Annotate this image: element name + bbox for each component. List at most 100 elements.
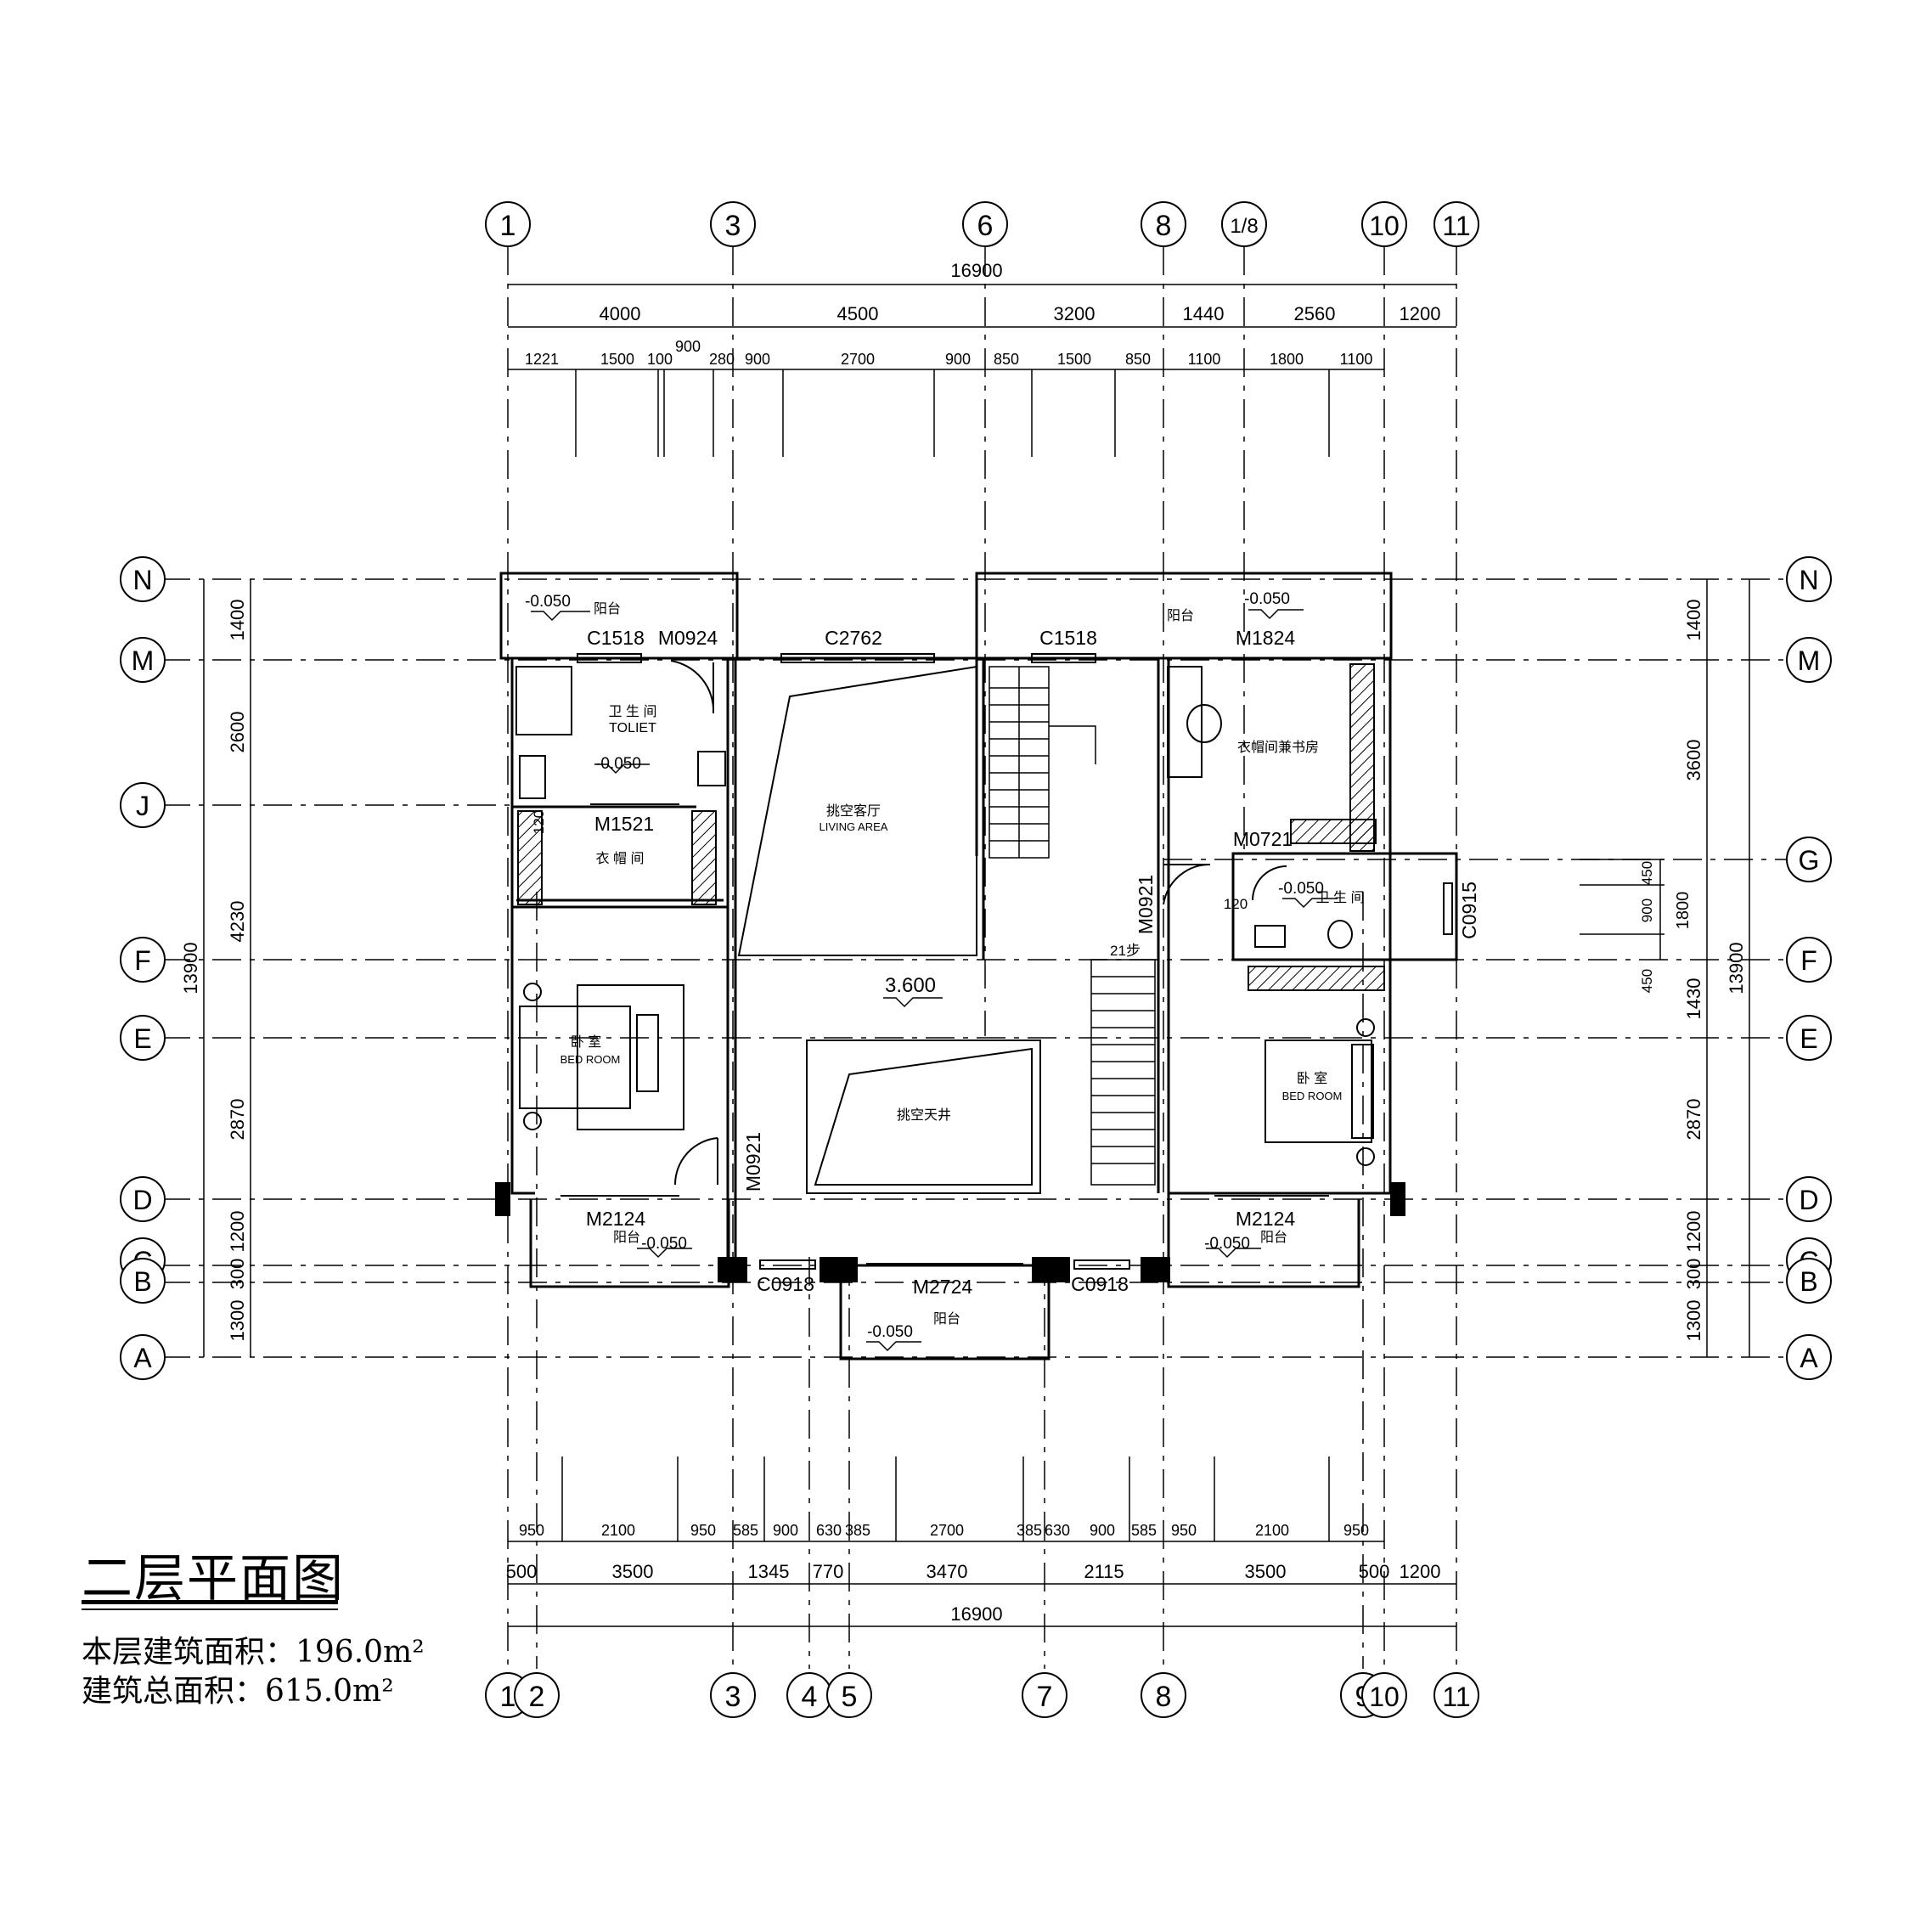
svg-text:F: F [1800, 945, 1817, 976]
svg-text:3470: 3470 [927, 1561, 968, 1582]
side-dimensions [203, 579, 1750, 1357]
opening-M2124-a: M2124 [586, 1208, 646, 1230]
svg-text:2115: 2115 [1084, 1561, 1124, 1582]
svg-text:850: 850 [1125, 351, 1151, 368]
basin-right [1254, 925, 1286, 948]
svg-text:1800: 1800 [1674, 892, 1693, 930]
svg-text:16900: 16900 [950, 1603, 1002, 1625]
row-bubble-B-right: B [1786, 1258, 1832, 1304]
svg-text:385: 385 [1017, 1522, 1042, 1539]
svg-text:3500: 3500 [1245, 1561, 1287, 1582]
void-areas [737, 665, 1041, 1194]
top-dimensions [508, 284, 1456, 457]
svg-text:13900: 13900 [1726, 942, 1747, 994]
svg-text:D: D [1799, 1185, 1818, 1215]
svg-text:N: N [1799, 565, 1818, 595]
row-bubble-D-right: D [1786, 1176, 1832, 1222]
axis-bubble-b4: 4 [786, 1672, 832, 1718]
svg-text:900: 900 [773, 1522, 798, 1539]
axis-bubble-1: 1 [485, 201, 531, 247]
svg-text:1300: 1300 [1683, 1300, 1704, 1342]
svg-text:1200: 1200 [1683, 1211, 1704, 1253]
svg-text:1100: 1100 [1340, 351, 1373, 368]
room-closet-study: 衣帽间兼书房 [1237, 740, 1319, 755]
svg-text:F: F [134, 945, 151, 976]
stair-note: 21步 [1110, 943, 1141, 959]
svg-text:4000: 4000 [600, 303, 641, 324]
axis-bubble-11: 11 [1434, 201, 1479, 247]
svg-text:280: 280 [709, 351, 735, 368]
svg-text:300: 300 [227, 1259, 248, 1290]
sanitary-fixtures [515, 666, 1353, 949]
row-bubble-N-right: N [1786, 556, 1832, 602]
opening-M0921-b: M0921 [742, 1132, 764, 1192]
openings-marks [560, 653, 1453, 1270]
level-balcony-top-right: -0.050 [1244, 590, 1290, 608]
svg-text:950: 950 [519, 1522, 544, 1539]
svg-text:8: 8 [1156, 210, 1172, 242]
svg-text:900: 900 [1639, 899, 1655, 922]
drawing-title: 二层平面图 [82, 1549, 345, 1609]
room-bedroom-left-en: BED ROOM [560, 1053, 621, 1066]
svg-text:10: 10 [1369, 1682, 1400, 1712]
svg-text:7: 7 [1037, 1681, 1053, 1713]
svg-text:950: 950 [690, 1522, 716, 1539]
room-balcony-top-right: 阳台 [1167, 608, 1194, 623]
toilet-left [519, 755, 546, 799]
svg-text:1: 1 [500, 1681, 516, 1713]
top-axis-bubbles: 1 3 6 8 1/8 10 11 [485, 201, 1479, 247]
level-toilet-right: -0.050 [1278, 880, 1324, 898]
opening-M0721: M0721 [1233, 828, 1293, 850]
opening-C0918-a: C0918 [757, 1273, 814, 1295]
room-balcony-bottom-center: 阳台 [933, 1311, 960, 1327]
level-balcony-bottom-center: -0.050 [867, 1323, 913, 1341]
svg-text:100: 100 [647, 351, 673, 368]
svg-text:6: 6 [977, 210, 994, 242]
room-toilet-left: 卫 生 间 [609, 704, 657, 719]
axis-bubble-b11: 11 [1434, 1672, 1479, 1718]
svg-text:630: 630 [1045, 1522, 1070, 1539]
row-bubble-F-left: F [120, 937, 166, 983]
stair-treads-upper [989, 687, 1049, 842]
svg-text:450: 450 [1639, 861, 1655, 885]
opening-M2724: M2724 [913, 1276, 973, 1298]
svg-text:500: 500 [1359, 1561, 1390, 1582]
room-balcony-top-left: 阳台 [594, 601, 621, 617]
room-labels: 阳台 阳台 卫 生 间 TOLIET 衣 帽 间 挑空客厅 LIVING ARE… [531, 601, 1364, 1327]
svg-text:450: 450 [1639, 969, 1655, 993]
svg-text:A: A [133, 1343, 152, 1373]
svg-text:950: 950 [1343, 1522, 1369, 1539]
svg-text:1: 1 [500, 210, 516, 242]
svg-text:1/8: 1/8 [1230, 215, 1258, 238]
room-bedroom-right-en: BED ROOM [1282, 1090, 1343, 1102]
title-underline-thin [82, 1609, 338, 1610]
svg-text:1200: 1200 [1400, 1561, 1441, 1582]
room-bedroom-right: 卧 室 [1297, 1071, 1327, 1086]
room-toilet-right: 卫 生 间 [1316, 890, 1365, 905]
axis-bubble-6: 6 [962, 201, 1008, 247]
svg-text:1200: 1200 [1400, 303, 1441, 324]
svg-text:1430: 1430 [1683, 978, 1704, 1020]
axis-grid [161, 246, 1796, 1669]
axis-bubble-8: 8 [1141, 201, 1186, 247]
svg-text:1400: 1400 [227, 600, 248, 641]
room-living-en: LIVING AREA [820, 820, 888, 833]
axis-bubble-b5: 5 [826, 1672, 872, 1718]
svg-text:2560: 2560 [1294, 303, 1336, 324]
bottom-dimensions [508, 1456, 1456, 1627]
svg-text:E: E [1800, 1023, 1817, 1054]
row-bubble-G-right: G [1786, 837, 1832, 882]
row-bubble-J-left: J [120, 782, 166, 828]
room-balcony-bottom-right: 阳台 [1260, 1230, 1287, 1245]
svg-text:2700: 2700 [841, 351, 875, 368]
toilet-study [1167, 666, 1203, 778]
staircase [989, 666, 1156, 1186]
svg-text:G: G [1799, 845, 1820, 876]
svg-text:M: M [132, 645, 155, 676]
opening-M2124-b: M2124 [1236, 1208, 1296, 1230]
level-markers [531, 609, 1338, 1352]
axis-bubble-1-8: 1/8 [1221, 201, 1267, 247]
svg-text:3: 3 [725, 210, 741, 242]
svg-text:J: J [136, 791, 149, 821]
row-bubble-F-right: F [1786, 937, 1832, 983]
